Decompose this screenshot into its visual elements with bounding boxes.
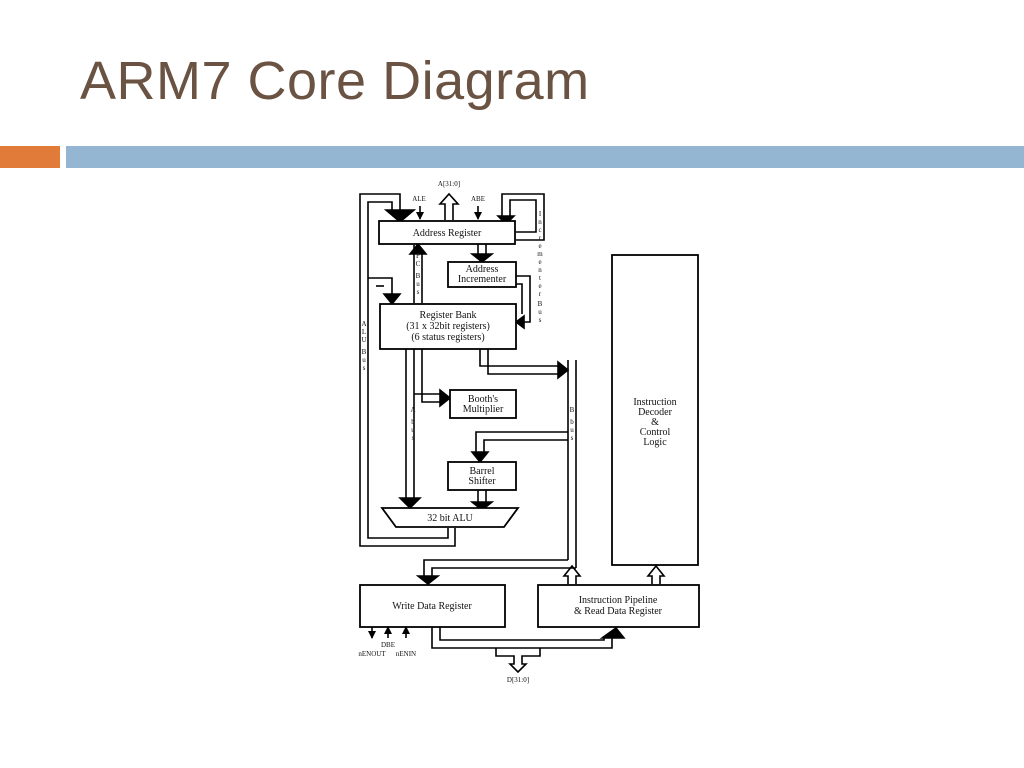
a-bus-char: b [411,418,415,426]
address-register-box [378,220,516,245]
register-bank-label-1: Register Bank [420,310,477,321]
instruction-decoder-label-1: Instruction [633,397,676,408]
alu-bus-loop [359,193,456,547]
address-incrementer-box [447,261,517,288]
address-incrementer-label-2: Incrementer [458,274,507,285]
address-register-label: Address Register [413,228,482,239]
pc-bus-char: B [416,272,421,280]
incrementer-bus-char: n [538,218,542,226]
dbe-label: DBE [381,641,395,649]
instruction-decoder-box [611,254,699,566]
alu-bus-char: A [361,320,366,328]
nenin-label: nENIN [396,650,416,658]
alu-bus-label: A L U B u s [361,320,366,372]
incrementer-bus-char: e [538,242,541,250]
register-bank-box [379,303,517,350]
shifter-to-alu [469,490,495,512]
data-bus-label: D[31:0] [507,676,529,684]
incrementer-bus [496,193,545,330]
alu-bus-char: u [362,356,366,364]
instruction-pipeline-label-2: & Read Data Register [574,606,663,617]
booths-multiplier-box [449,389,517,419]
address-incrementer-label-1: Address [466,264,499,275]
abe-label: ABE [471,195,485,203]
b-bus-char: B [570,406,575,414]
register-bank-label-2: (31 x 32bit registers) [406,321,490,332]
pc-bus [408,242,428,303]
alu-bus-char: L [362,328,366,336]
barrel-shifter-label-1: Barrel [470,466,495,477]
ale-label: ALE [412,195,426,203]
instruction-pipeline-box [537,584,700,628]
b-bus-char: b [570,418,574,426]
pc-bus-char: u [416,280,420,288]
write-data-register-box [359,584,506,628]
data-bus [431,626,626,674]
instruction-pipeline-label-1: Instruction Pipeline [579,595,658,606]
b-bus-label: B b u s [570,406,575,442]
addr-to-incrementer [469,244,495,264]
pc-bus-char: P [416,252,420,260]
incrementer-bus-char: r [539,234,542,242]
incrementer-bus-label: I n c r e m e n t e r B u s [537,210,543,324]
incrementer-bus-char: n [538,266,542,274]
instruction-decoder-label-2: Decoder [638,407,673,418]
pc-bus-char: s [417,288,420,296]
incrementer-bus-char: B [538,300,543,308]
nenout-label: nENOUT [358,650,386,658]
alu-label: 32 bit ALU [427,513,473,524]
incrementer-bus-char: e [538,258,541,266]
b-bus [415,349,577,586]
incrementer-bus-char: s [539,316,542,324]
address-bus-arrow [438,192,460,220]
booths-multiplier-label-1: Booth's [468,394,498,405]
b-bus-char: u [570,426,574,434]
pipeline-up-arrows [562,564,666,584]
barrel-shifter-label-2: Shifter [468,476,496,487]
incrementer-bus-char: e [538,282,541,290]
pc-bus-label: P C B u s [416,252,421,296]
alu-bus-char: B [362,348,367,356]
a-bus-char: s [412,434,415,442]
register-bank-label-3: (6 status registers) [411,332,484,343]
instruction-decoder-label-5: Logic [643,437,667,448]
accent-bar-orange [0,146,60,168]
b-bus-char: s [571,434,574,442]
a-bus-char: u [411,426,415,434]
incrementer-bus-char: I [539,210,542,218]
address-bus-label: A[31:0] [438,180,460,188]
slide-title: ARM7 Core Diagram [80,51,590,111]
incrementer-bus-char: c [538,226,541,234]
booths-multiplier-label-2: Multiplier [463,404,504,415]
instruction-decoder-label-3: & [651,417,659,428]
incrementer-bus-char: u [538,308,542,316]
write-data-register-label: Write Data Register [392,601,472,612]
alu-bus-char: U [361,336,366,344]
barrel-shifter-box [447,461,517,491]
alu-box [380,507,520,528]
pc-bus-char: C [416,260,421,268]
a-bus-char: A [410,406,415,414]
instruction-decoder-label-4: Control [640,427,671,438]
incrementer-bus-char: r [539,290,542,298]
a-bus [398,349,452,510]
incrementer-bus-char: m [537,250,543,258]
accent-bar-blue [66,146,1024,168]
incrementer-bus-char: t [539,274,541,282]
a-bus-label: A b u s [410,406,415,442]
alu-bus-char: s [363,364,366,372]
